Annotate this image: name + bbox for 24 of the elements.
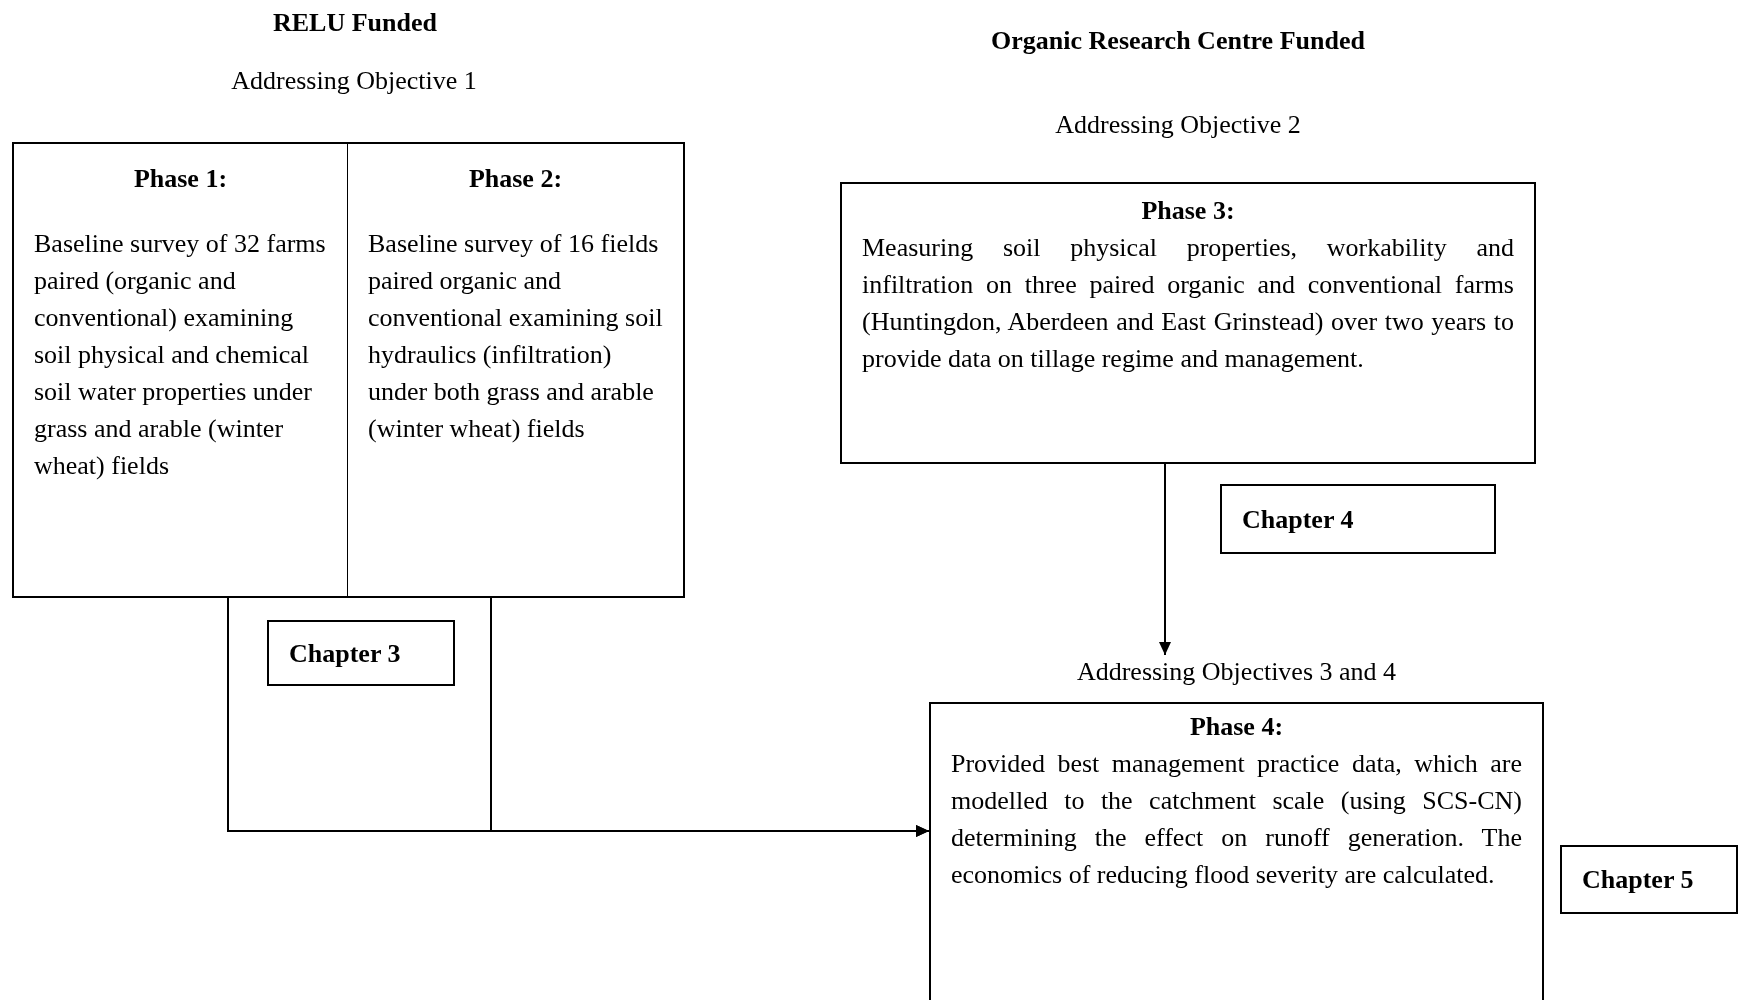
phase-description: Measuring soil physical properties, workability and infiltration on three paired organic and conventional farms (Huntingdon, Aberdeen and East Grinstead) over two years to provide data on tillage regime and management. xyxy=(862,232,1514,375)
phase-description: Baseline survey of 32 farms paired (organic and conventional) examining soil physical and chemical soil water properties under grass and arable (winter wheat) fields xyxy=(34,228,327,482)
objective-heading: Addressing Objective 2 xyxy=(1054,109,1302,141)
phase-box xyxy=(12,142,349,598)
objective-heading: Addressing Objective 1 xyxy=(230,65,478,97)
phase-box xyxy=(348,142,685,598)
phase-description: Provided best management practice data, which are modelled to the catchment scale (using SCS-CN) determining the effect on runoff generation. The economics of reducing flood severity are calculated. xyxy=(951,748,1522,891)
phase-box xyxy=(840,182,1536,464)
chapter-label: Chapter 4 xyxy=(1242,503,1354,536)
objective-heading: Addressing Objectives 3 and 4 xyxy=(1075,656,1398,688)
phase-heading: Phase 2: xyxy=(467,163,564,195)
arrow xyxy=(1159,463,1171,656)
phase-heading: Phase 1: xyxy=(132,163,229,195)
arrow xyxy=(490,597,930,837)
phase-heading: Phase 3: xyxy=(1140,195,1236,227)
chapter-box xyxy=(1560,845,1738,914)
funding-heading: Organic Research Centre Funded xyxy=(990,25,1366,57)
chapter-box xyxy=(267,620,455,686)
chapter-box xyxy=(1220,484,1496,554)
chapter-label: Chapter 5 xyxy=(1582,864,1694,896)
phase-description: Baseline survey of 16 fields paired organic and conventional examining soil hydraulics (infiltration) under both grass and arable (winter wheat) fields xyxy=(368,228,663,445)
chapter-label: Chapter 3 xyxy=(289,637,401,670)
funding-heading: RELU Funded xyxy=(272,7,438,39)
phase-heading: Phase 4: xyxy=(1188,711,1285,743)
